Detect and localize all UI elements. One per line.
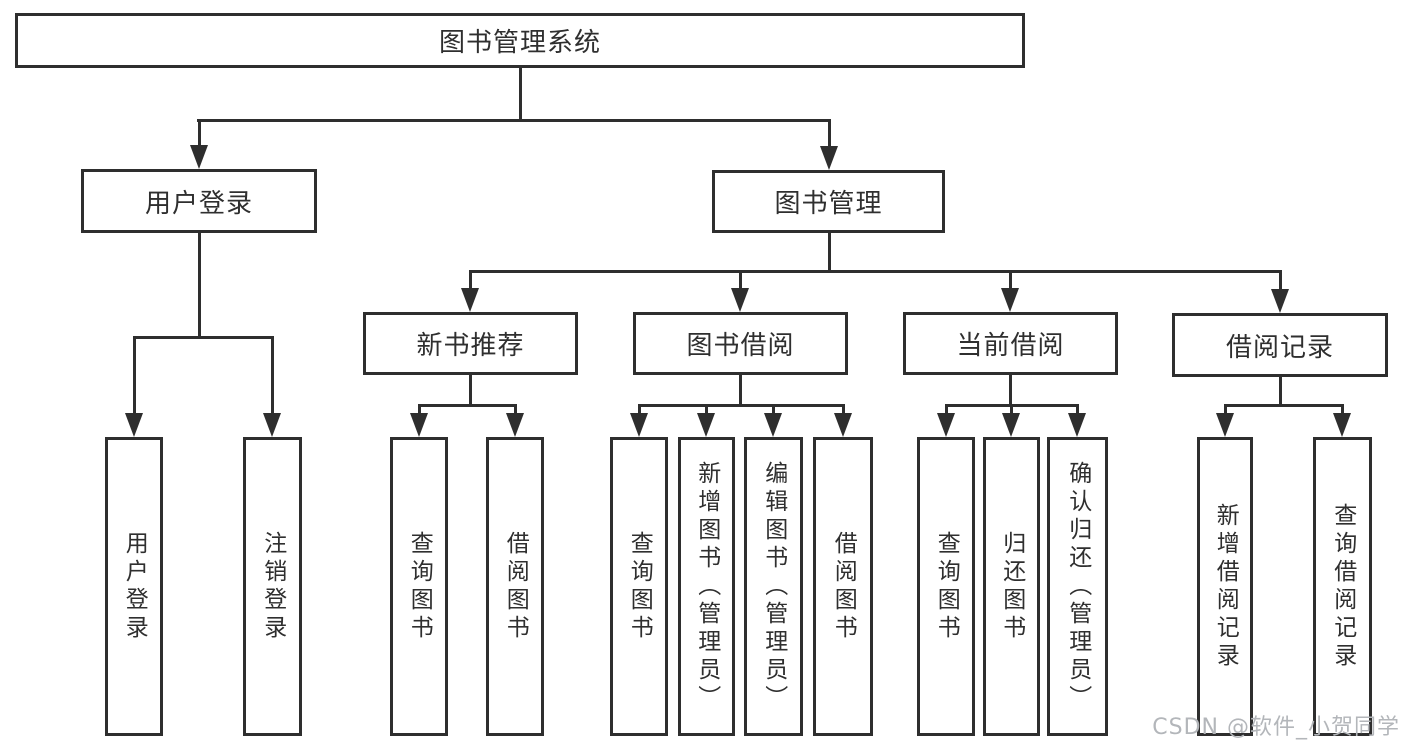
node-query-books-newbook-label: 查询图书	[406, 530, 433, 643]
node-edit-books-admin-label: 编辑图书（管理员）	[760, 460, 787, 713]
node-book-management-label: 图书管理	[774, 189, 883, 219]
node-user-login-label: 用户登录	[144, 188, 253, 219]
node-borrow-records: 借阅记录	[1172, 313, 1388, 377]
node-new-book-recommend-label: 新书推荐	[416, 331, 525, 361]
node-borrow-books-borrow: 借阅图书	[813, 437, 873, 736]
node-confirm-return-admin-label: 确认归还（管理员）	[1064, 460, 1091, 713]
connector-leaf-logout-drop	[271, 336, 274, 416]
node-leaf-logout: 注销登录	[243, 437, 302, 736]
arrowhead-book-borrow	[731, 288, 749, 312]
connector-br-add-drop	[1224, 404, 1227, 416]
connector-mgmt-rail	[469, 270, 1282, 273]
connector-root-rail	[197, 119, 830, 122]
node-root: 图书管理系统	[15, 13, 1025, 68]
csdn-watermark: CSDN @软件_小贺同学	[1152, 715, 1400, 740]
arrowhead-nb-query	[410, 413, 428, 437]
node-new-book-recommend: 新书推荐	[363, 312, 578, 375]
arrowhead-cb-return	[1002, 413, 1020, 437]
arrowhead-nb-borrow	[506, 413, 524, 437]
node-query-borrow-record: 查询借阅记录	[1313, 437, 1372, 736]
node-borrow-books-newbook: 借阅图书	[486, 437, 544, 736]
arrowhead-book-mgmt	[820, 146, 838, 170]
connector-bb-rail	[638, 404, 845, 407]
node-return-books-label: 归还图书	[998, 530, 1025, 643]
connector-br-query-drop	[1341, 404, 1344, 416]
arrowhead-bb-edit	[764, 413, 782, 437]
node-add-books-admin-label: 新增图书（管理员）	[693, 460, 720, 713]
connector-br-stem	[1279, 377, 1282, 407]
arrowhead-cb-query	[937, 413, 955, 437]
arrowhead-br-query	[1333, 413, 1351, 437]
node-book-management: 图书管理	[712, 170, 945, 233]
connector-newbooks-stem	[469, 375, 472, 407]
connector-br-rail	[1224, 404, 1344, 407]
connector-user-stem	[198, 233, 201, 338]
connector-bb-stem	[739, 375, 742, 407]
connector-current-borrow-drop	[1009, 270, 1012, 291]
connector-mgmt-stem	[828, 233, 831, 272]
node-return-books: 归还图书	[983, 437, 1040, 736]
node-add-borrow-record: 新增借阅记录	[1197, 437, 1253, 736]
node-edit-books-admin: 编辑图书（管理员）	[744, 437, 803, 736]
connector-bb-add-drop	[705, 404, 708, 416]
connector-bb-borrow-drop	[842, 404, 845, 416]
node-query-books-current-label: 查询图书	[933, 530, 960, 643]
connector-bb-edit-drop	[772, 404, 775, 416]
arrowhead-br-add	[1216, 413, 1234, 437]
node-root-label: 图书管理系统	[438, 28, 601, 58]
node-book-borrow-label: 图书借阅	[686, 331, 795, 361]
connector-nb-borrow-drop	[514, 404, 517, 416]
connector-root-stem	[519, 68, 522, 121]
arrowhead-bb-query	[630, 413, 648, 437]
node-leaf-user-login-label: 用户登录	[121, 530, 148, 643]
connector-user-rail	[133, 336, 274, 339]
node-leaf-user-login: 用户登录	[105, 437, 163, 736]
arrowhead-current-borrow	[1001, 288, 1019, 312]
node-borrow-records-label: 借阅记录	[1225, 332, 1334, 363]
node-book-borrow: 图书借阅	[633, 312, 848, 375]
connector-cb-query-drop	[945, 404, 948, 416]
node-query-borrow-record-label: 查询借阅记录	[1329, 502, 1356, 671]
node-borrow-books-borrow-label: 借阅图书	[830, 530, 857, 643]
arrowhead-borrow-records	[1271, 289, 1289, 313]
arrowhead-cb-confirm	[1068, 413, 1086, 437]
arrowhead-new-books	[461, 288, 479, 312]
connector-bb-query-drop	[638, 404, 641, 416]
arrowhead-bb-add	[697, 413, 715, 437]
node-leaf-logout-label: 注销登录	[259, 530, 286, 643]
node-user-login: 用户登录	[81, 169, 317, 233]
connector-newbooks-rail	[418, 404, 516, 407]
node-query-books-borrow: 查询图书	[610, 437, 668, 736]
connector-book-mgmt-drop	[828, 119, 831, 149]
connector-borrow-records-drop	[1279, 270, 1282, 291]
node-add-books-admin: 新增图书（管理员）	[678, 437, 735, 736]
connector-cb-confirm-drop	[1076, 404, 1079, 416]
connector-user-login-drop	[198, 119, 201, 149]
connector-book-borrow-drop	[739, 270, 742, 291]
connector-new-books-drop	[469, 270, 472, 291]
node-query-books-borrow-label: 查询图书	[626, 530, 653, 643]
node-confirm-return-admin: 确认归还（管理员）	[1047, 437, 1108, 736]
arrowhead-leaf-logout	[263, 413, 281, 437]
connector-leaf-login-drop	[133, 336, 136, 416]
node-query-books-current: 查询图书	[917, 437, 975, 736]
arrowhead-leaf-login	[125, 413, 143, 437]
arrowhead-user-login	[190, 145, 208, 169]
node-add-borrow-record-label: 新增借阅记录	[1212, 502, 1239, 671]
node-current-borrow: 当前借阅	[903, 312, 1118, 375]
connector-cb-return-drop	[1010, 404, 1013, 416]
node-current-borrow-label: 当前借阅	[956, 331, 1065, 361]
connector-cb-stem	[1009, 375, 1012, 407]
node-query-books-newbook: 查询图书	[390, 437, 448, 736]
connector-nb-query-drop	[418, 404, 421, 416]
node-borrow-books-newbook-label: 借阅图书	[502, 530, 529, 643]
arrowhead-bb-borrow	[834, 413, 852, 437]
